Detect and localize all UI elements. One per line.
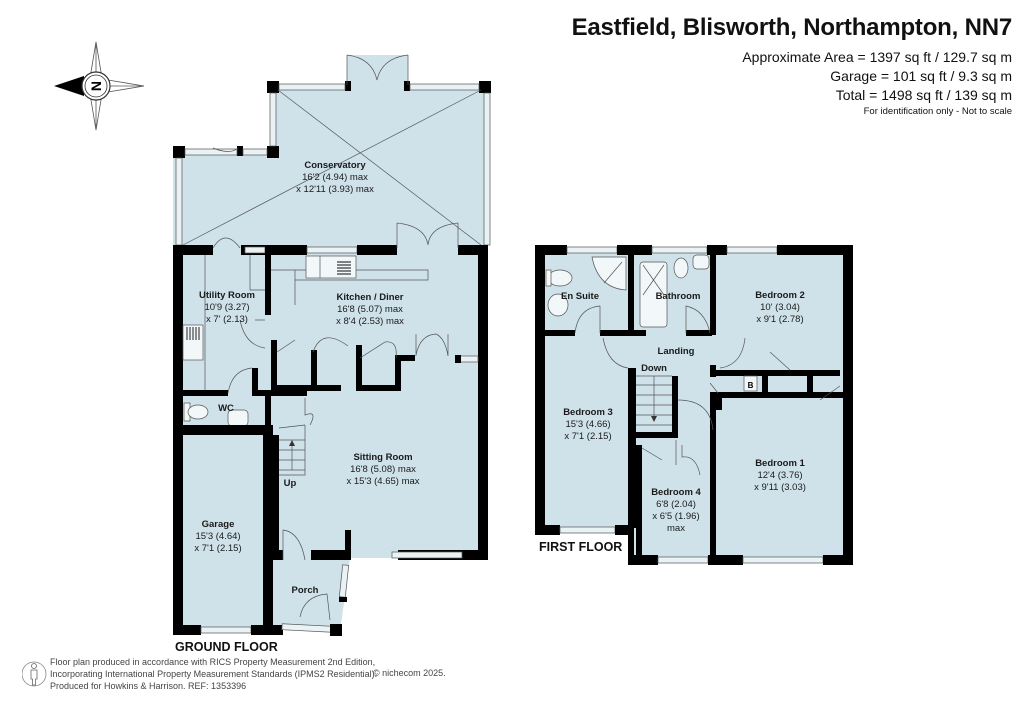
svg-text:Garage: Garage — [202, 519, 235, 530]
garage-area: Garage = 101 sq ft / 9.3 sq m — [830, 68, 1012, 84]
approximate-area: Approximate Area = 1397 sq ft / 129.7 sq… — [742, 49, 1012, 65]
svg-text:Bathroom: Bathroom — [656, 291, 701, 302]
svg-text:15'3 (4.66): 15'3 (4.66) — [565, 419, 610, 430]
svg-text:x 9'1 (2.78): x 9'1 (2.78) — [756, 314, 803, 325]
svg-text:6'8 (2.04): 6'8 (2.04) — [656, 499, 696, 510]
copyright: © nichecom 2025. — [373, 668, 446, 678]
svg-text:x 8'4 (2.53) max: x 8'4 (2.53) max — [336, 316, 404, 327]
svg-text:Landing: Landing — [658, 346, 695, 357]
footer-line-3: Produced for Howkins & Harrison. REF: 13… — [50, 681, 247, 691]
svg-text:B: B — [748, 381, 754, 390]
svg-text:x 12'11 (3.93) max: x 12'11 (3.93) max — [296, 184, 374, 195]
person-icon — [22, 661, 47, 687]
footer-line-1: Floor plan produced in accordance with R… — [50, 657, 376, 667]
svg-text:Utility Room: Utility Room — [199, 290, 255, 301]
svg-text:max: max — [667, 523, 685, 534]
svg-text:16'8 (5.07) max: 16'8 (5.07) max — [337, 304, 403, 315]
svg-text:En Suite: En Suite — [561, 291, 599, 302]
svg-text:x 9'11 (3.03): x 9'11 (3.03) — [754, 482, 806, 493]
footer-line-2: Incorporating International Property Mea… — [50, 669, 378, 679]
svg-text:10'9 (3.27): 10'9 (3.27) — [204, 302, 249, 313]
svg-text:10' (3.04): 10' (3.04) — [760, 302, 800, 313]
ground-floor-label: GROUND FLOOR — [175, 640, 278, 654]
svg-text:Bedroom 3: Bedroom 3 — [563, 407, 613, 418]
svg-text:Bedroom 2: Bedroom 2 — [755, 290, 805, 301]
scale-disclaimer: For identification only - Not to scale — [863, 106, 1012, 117]
svg-text:Sitting Room: Sitting Room — [353, 452, 412, 463]
svg-text:16'8 (5.08) max: 16'8 (5.08) max — [350, 464, 416, 475]
footer-disclaimer: Floor plan produced in accordance with R… — [50, 656, 377, 692]
svg-text:Up: Up — [284, 478, 297, 489]
area-summary: Approximate Area = 1397 sq ft / 129.7 sq… — [742, 48, 1012, 105]
svg-text:16'2 (4.94) max: 16'2 (4.94) max — [302, 172, 368, 183]
svg-text:12'4 (3.76): 12'4 (3.76) — [757, 470, 802, 481]
svg-text:Down: Down — [641, 363, 667, 374]
svg-text:x 15'3 (4.65) max: x 15'3 (4.65) max — [346, 476, 419, 487]
svg-text:Conservatory: Conservatory — [304, 160, 366, 171]
svg-text:x 7'1 (2.15): x 7'1 (2.15) — [564, 431, 611, 442]
first-floor-label: FIRST FLOOR — [539, 540, 623, 554]
ground-floor-plan — [173, 54, 491, 636]
svg-text:15'3 (4.64): 15'3 (4.64) — [195, 531, 240, 542]
compass-rose-icon: N — [54, 41, 145, 131]
svg-text:x 6'5 (1.96): x 6'5 (1.96) — [652, 511, 699, 522]
property-title: Eastfield, Blisworth, Northampton, NN7 — [571, 14, 1013, 41]
svg-text:Porch: Porch — [292, 585, 319, 596]
svg-text:Kitchen / Diner: Kitchen / Diner — [336, 292, 403, 303]
total-area: Total = 1498 sq ft / 139 sq m — [835, 87, 1012, 103]
svg-text:Bedroom 1: Bedroom 1 — [755, 458, 805, 469]
svg-text:N: N — [88, 81, 104, 91]
svg-text:x 7' (2.13): x 7' (2.13) — [206, 314, 248, 325]
svg-text:WC: WC — [218, 403, 234, 414]
svg-text:Bedroom 4: Bedroom 4 — [651, 487, 701, 498]
svg-text:x 7'1 (2.15): x 7'1 (2.15) — [194, 543, 241, 554]
first-floor-plan: B — [535, 245, 853, 565]
